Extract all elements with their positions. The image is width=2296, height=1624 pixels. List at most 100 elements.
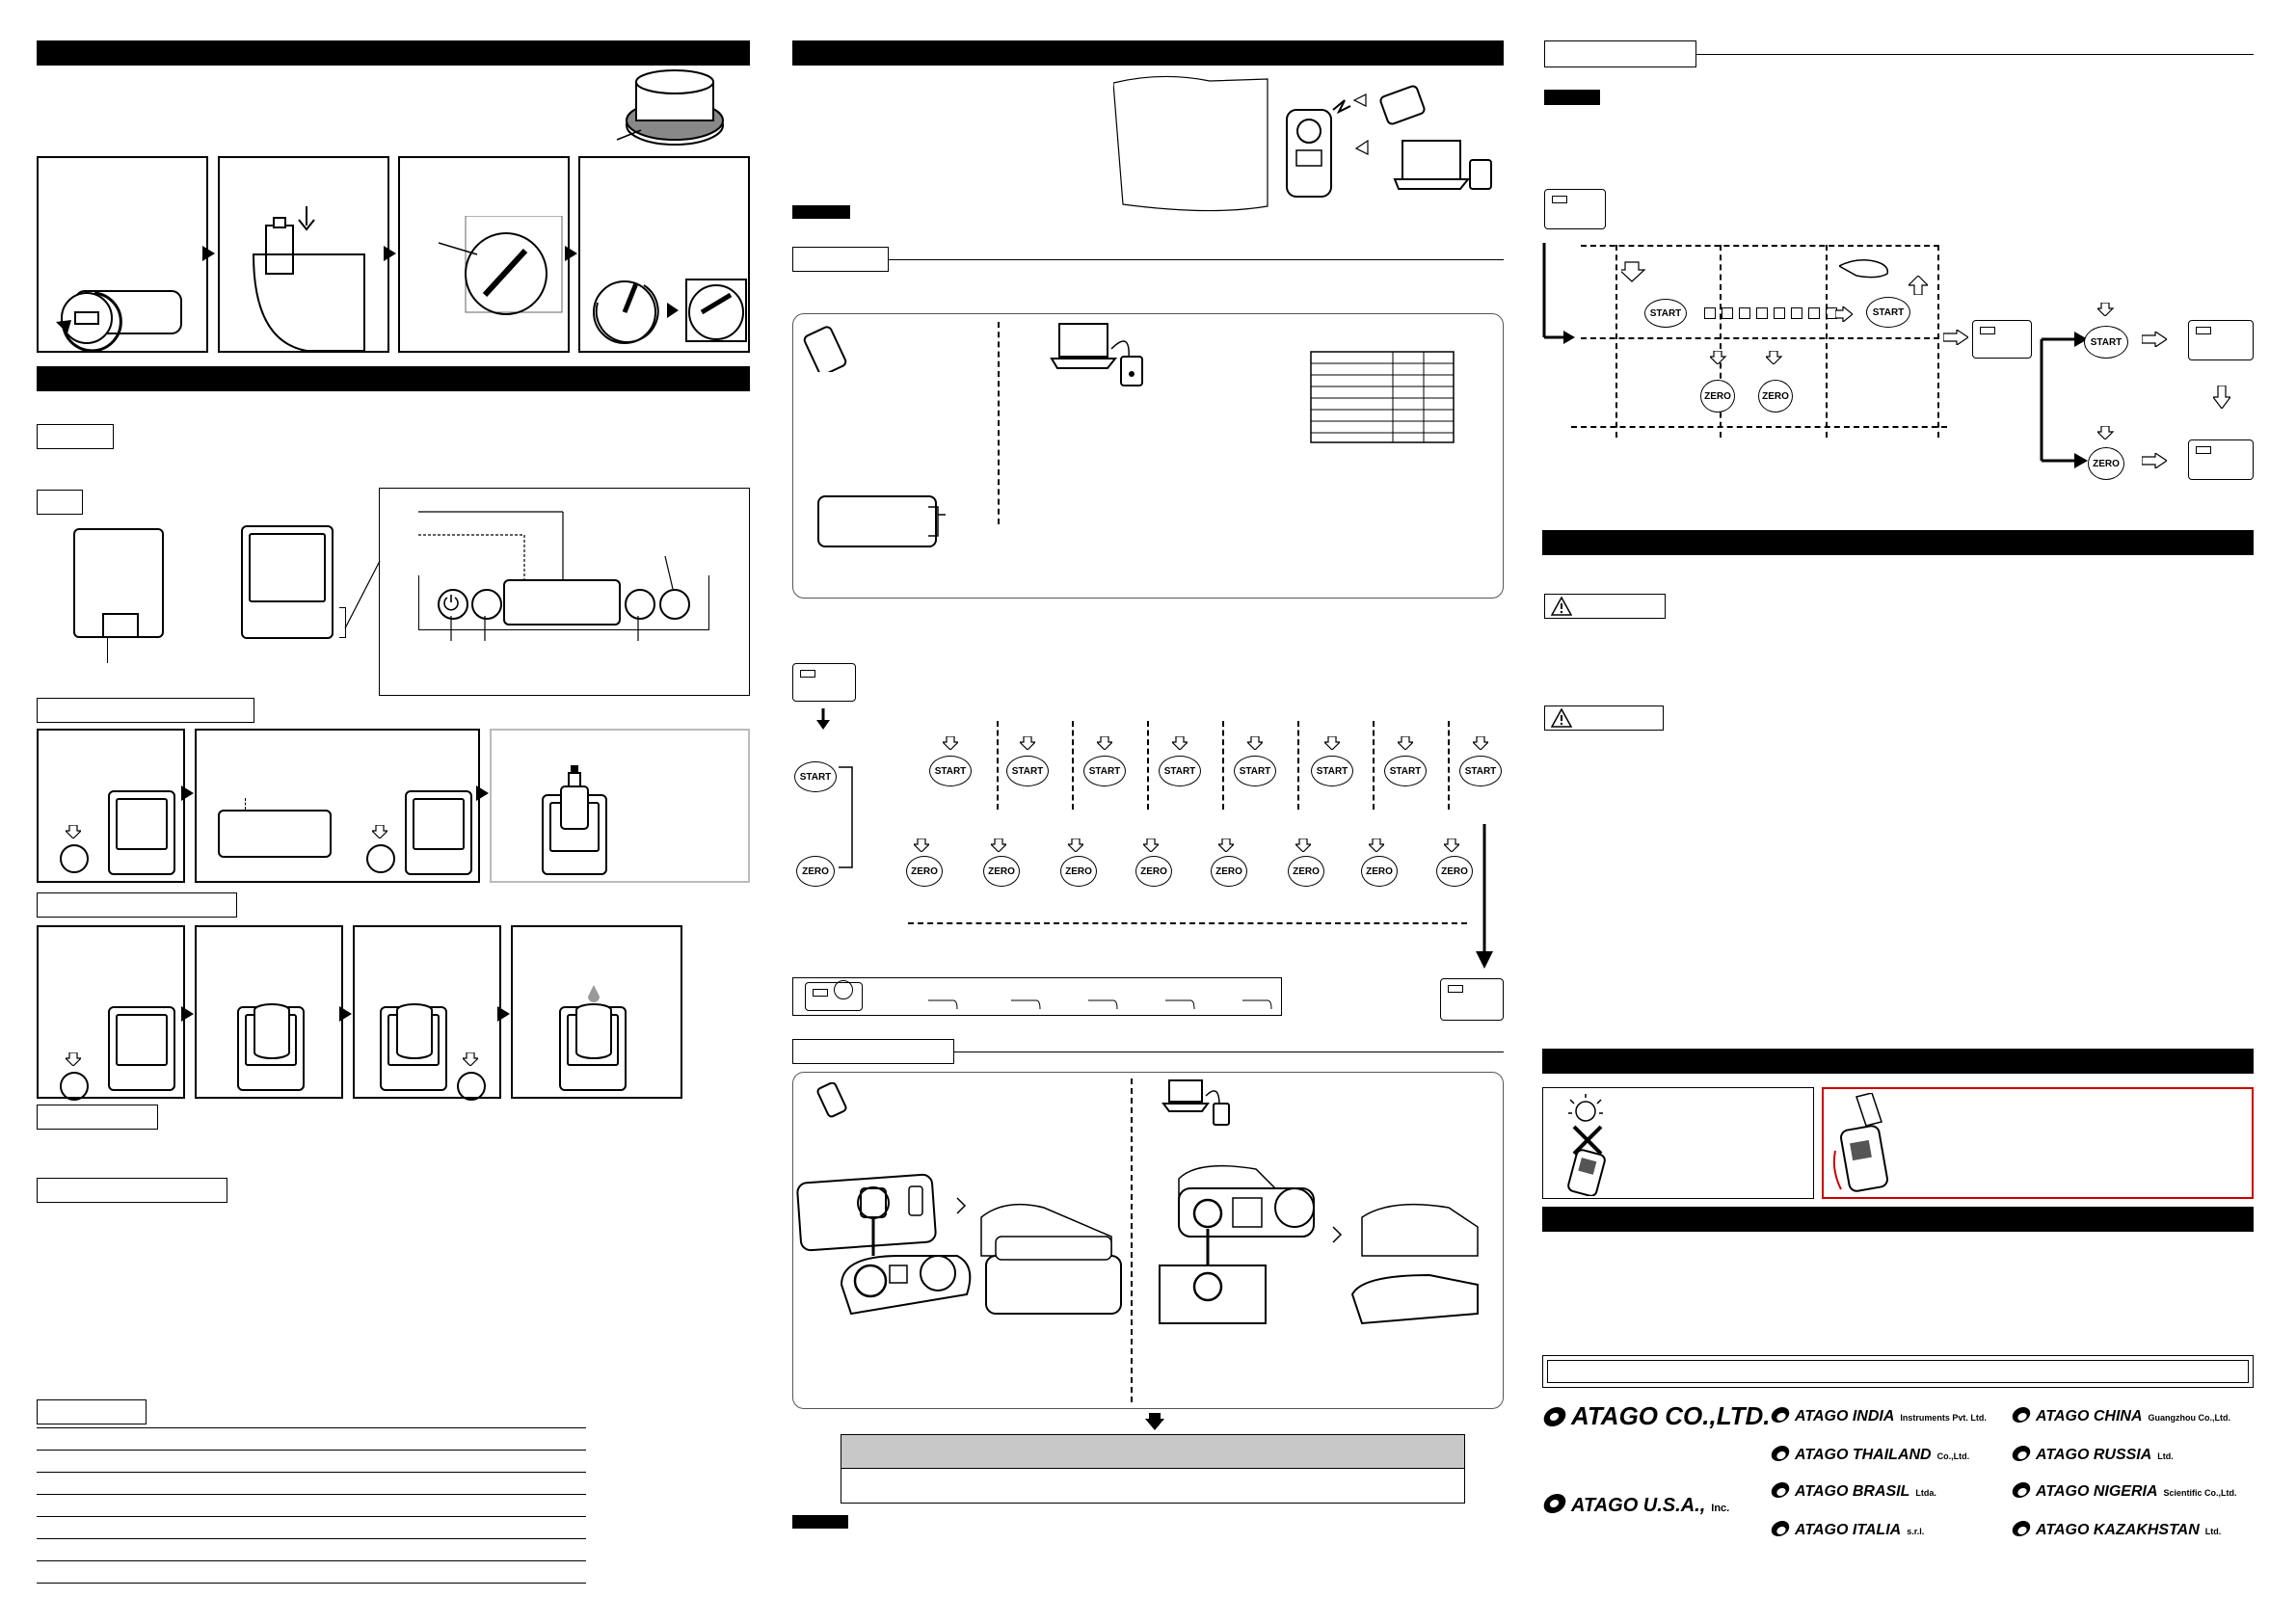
warning-tab: [1544, 594, 1666, 619]
zero-button[interactable]: ZERO: [1135, 856, 1172, 887]
close-cover-illustration: [439, 216, 563, 315]
repeat-square: [1739, 307, 1750, 319]
data-log-strip: [792, 977, 1282, 1016]
connection-options-panel: [792, 313, 1504, 599]
rule: [889, 259, 1504, 260]
start-button[interactable]: START: [794, 761, 837, 792]
power-icon: [443, 595, 459, 611]
start-button[interactable]: START: [1384, 756, 1427, 786]
subsection-tab: [37, 424, 114, 449]
zoom-lines: [344, 560, 381, 629]
panel-frame: [418, 575, 709, 630]
zero-button[interactable]: ZERO: [796, 856, 835, 887]
start-button[interactable]: START: [1644, 299, 1687, 328]
down-arrow: [991, 839, 1006, 852]
handling-do: [1822, 1087, 2254, 1199]
note-badge: [1544, 90, 1600, 105]
contact-frame: [1542, 1355, 2254, 1388]
step-arrow: [476, 785, 489, 801]
subsection-tab: [37, 1178, 227, 1203]
lcd-display: [503, 579, 621, 626]
zero-button[interactable]: ZERO: [983, 856, 1020, 887]
zero-button[interactable]: ZERO: [1060, 856, 1097, 887]
zero-button[interactable]: ZERO: [906, 856, 943, 887]
down-arrow: [1218, 839, 1234, 852]
divider: [1826, 245, 1828, 438]
start-button[interactable]: START: [2084, 326, 2128, 359]
atago-logo-mark: [2010, 1407, 2033, 1423]
pairing-panel: [792, 1072, 1504, 1409]
zero-button[interactable]: ZERO: [1758, 380, 1793, 413]
zero-button[interactable]: ZERO: [1361, 856, 1398, 887]
repeat-square: [1791, 307, 1802, 319]
start-button[interactable]: START: [1866, 297, 1910, 328]
spec-line: [37, 1516, 586, 1517]
section-header-battery: [37, 40, 750, 66]
atago-logo-mark: [1769, 1521, 1792, 1536]
divider: [997, 721, 999, 810]
section-header-names: [37, 366, 750, 391]
finger-icon: [1621, 261, 1646, 282]
status-screen: [1544, 189, 1606, 229]
atago-logo-mark: [2010, 1521, 2033, 1536]
divider: [1448, 721, 1450, 810]
start-button[interactable]: START: [1006, 756, 1049, 786]
down-arrow: [1247, 736, 1263, 750]
divider: [1615, 245, 1617, 438]
insert-battery-illustration: [252, 206, 365, 351]
divider: [998, 322, 1000, 524]
atago-logo-mark: [2010, 1482, 2033, 1498]
down-arrow: [943, 736, 958, 750]
divider: [1720, 245, 1722, 438]
branch-name: ATAGO INDIA: [1795, 1408, 1895, 1424]
start-button[interactable]: START: [1083, 756, 1126, 786]
branch-name: ATAGO NIGERIA: [2036, 1483, 2158, 1500]
spec-line: [37, 1583, 586, 1584]
sample-stage-illustration: [1832, 1093, 1888, 1192]
lcd-sample: [817, 495, 937, 547]
section-header-warranty: [1542, 1207, 2254, 1232]
button-2: [471, 589, 502, 620]
zero-button[interactable]: ZERO: [1700, 380, 1735, 413]
start-button[interactable]: START: [1311, 756, 1353, 786]
start-button[interactable]: START: [929, 756, 972, 786]
hollow-arrow: [1943, 330, 1968, 345]
divider: [1072, 721, 1074, 810]
spec-line: [37, 1427, 586, 1428]
zero-button[interactable]: ZERO: [1436, 856, 1473, 887]
branch-line: [2040, 332, 2088, 468]
atago-logo-mark: [1769, 1407, 1792, 1423]
zero-button[interactable]: ZERO: [2088, 447, 2124, 480]
branch-suffix: Ltd.: [2157, 1451, 2174, 1461]
atago-logo-mark: [1769, 1482, 1792, 1498]
company-name: ATAGO U.S.A.,: [1571, 1495, 1706, 1516]
branch-name: ATAGO KAZAKHSTAN: [2036, 1522, 2200, 1538]
hollow-arrow: [2142, 453, 2167, 468]
calibration-step-2: [195, 729, 480, 883]
section-tab: [1544, 40, 1696, 67]
step-arrow: [202, 246, 215, 261]
start-button[interactable]: START: [1234, 756, 1276, 786]
laptop-icon: [1050, 323, 1143, 386]
down-arrow: [1473, 736, 1488, 750]
zero-button[interactable]: ZERO: [1288, 856, 1324, 887]
down-arrow: [1444, 839, 1459, 852]
atago-logo-mark: [1769, 1446, 1792, 1461]
status-screen: [792, 663, 856, 702]
callout-lines: [418, 511, 674, 641]
spec-line: [37, 1494, 586, 1495]
device-front-view: [241, 525, 334, 639]
battery-step-1: [37, 156, 208, 353]
start-button[interactable]: START: [1459, 756, 1502, 786]
branch-suffix: s.r.l.: [1907, 1527, 1925, 1536]
zero-button[interactable]: ZERO: [1211, 856, 1247, 887]
down-arrow: [914, 839, 929, 852]
branch-name: ATAGO THAILAND: [1795, 1447, 1932, 1463]
note-badge: [792, 205, 850, 219]
start-button[interactable]: START: [1159, 756, 1201, 786]
